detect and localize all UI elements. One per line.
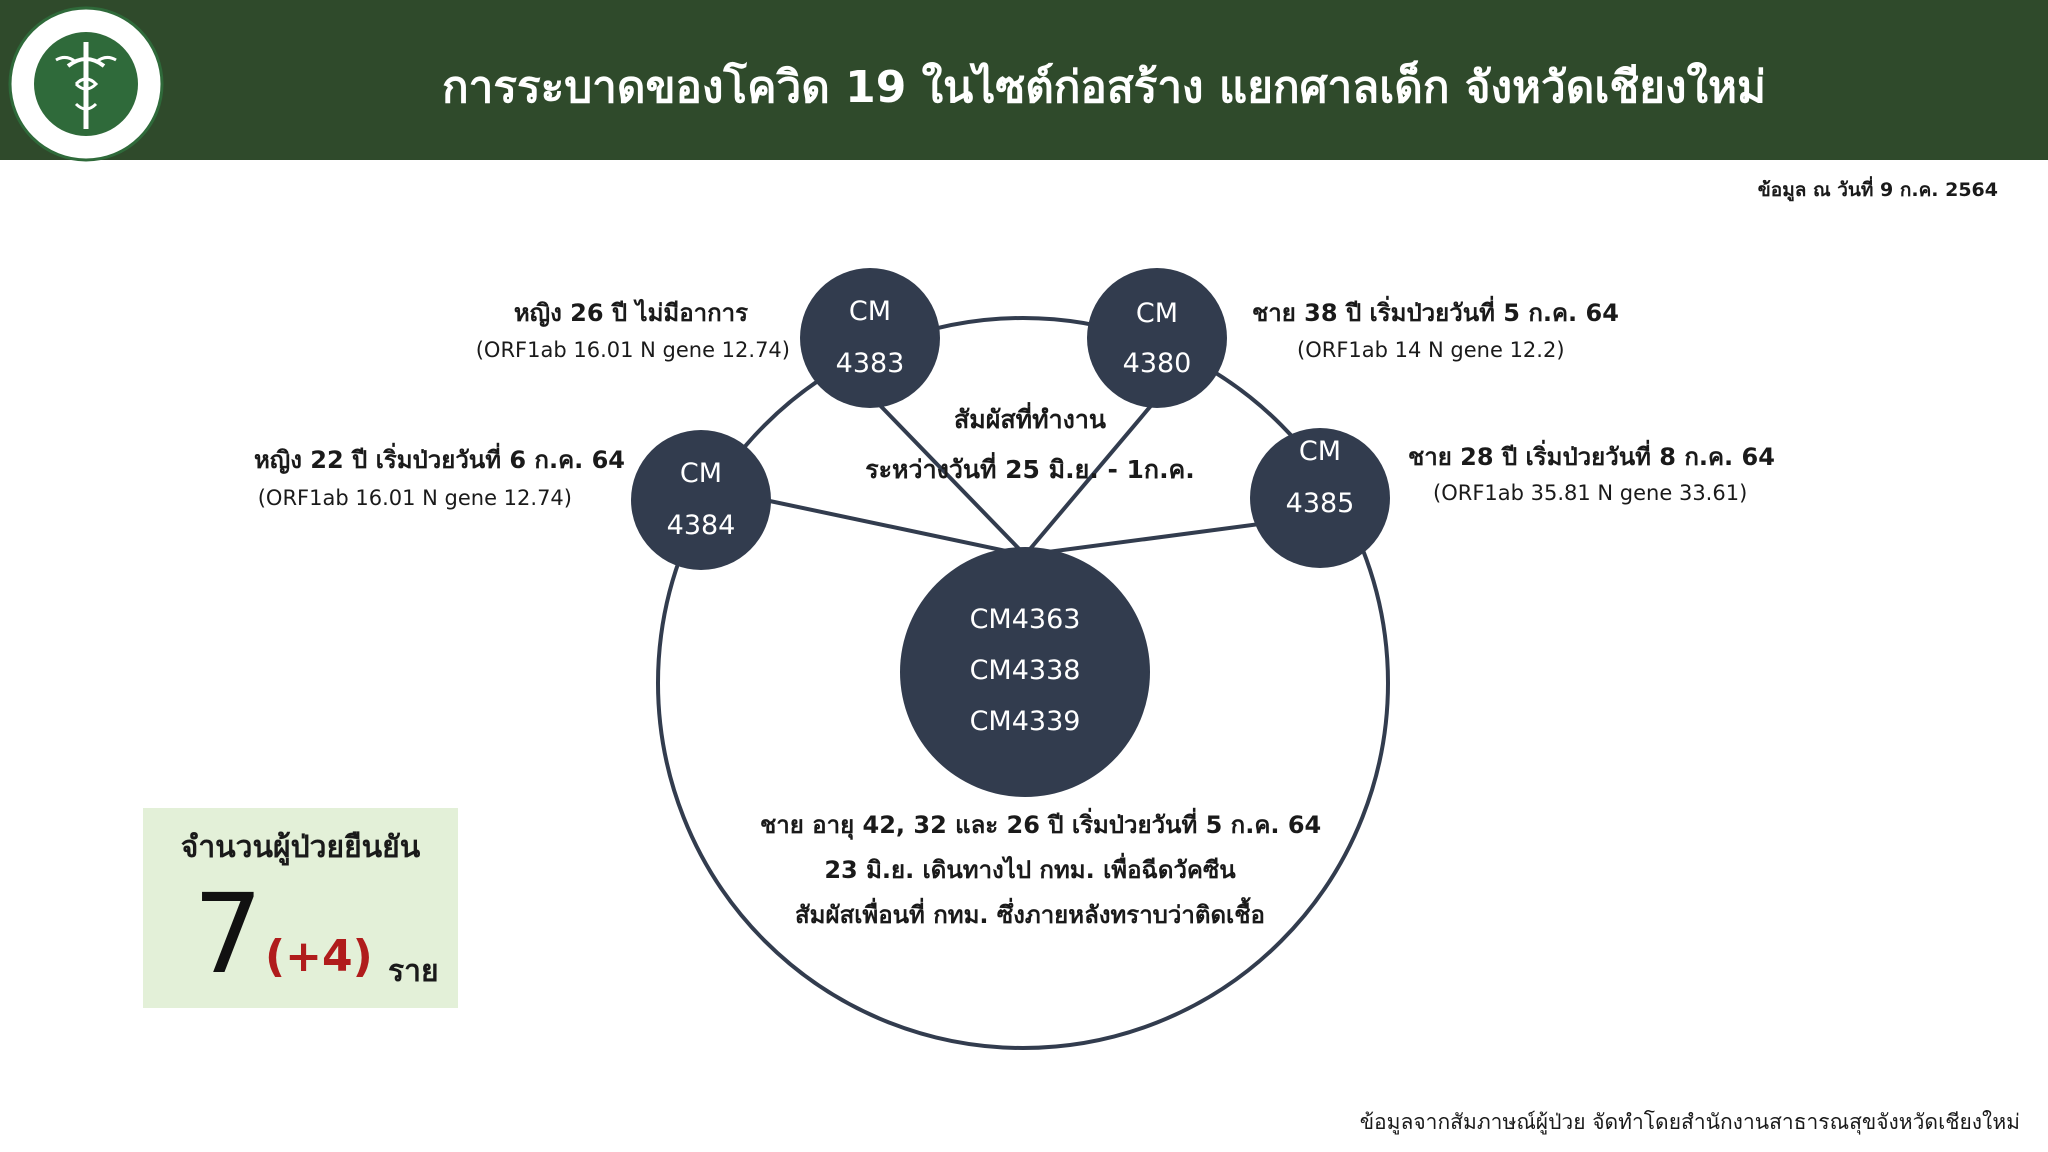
node-cm4385: CM 4385	[1250, 428, 1390, 568]
node-center-cluster: CM4363 CM4338 CM4339	[900, 547, 1150, 797]
center-description-line3: สัมผัสเพื่อนที่ กทม. ซึ่งภายหลังทราบว่าต…	[795, 901, 1265, 929]
confirmed-cases-total: 7	[193, 870, 263, 998]
outbreak-cluster-circle	[656, 316, 1390, 1050]
confirmed-cases-unit: ราย	[388, 954, 439, 989]
contact-note-line1: สัมผัสที่ทำงาน	[954, 405, 1106, 434]
cm4384-sublabel: (ORF1ab 16.01 N gene 12.74)	[257, 486, 572, 510]
cm4385-label: ชาย 28 ปี เริ่มป่วยวันที่ 8 ก.ค. 64	[1408, 443, 1775, 471]
ministry-seal-icon	[8, 6, 164, 162]
header-bar: การระบาดของโควิด 19 ในไซต์ก่อสร้าง แยกศา…	[0, 0, 2048, 162]
data-date: ข้อมูล ณ วันที่ 9 ก.ค. 2564	[1757, 179, 1998, 201]
node-cm4380: CM 4380	[1087, 268, 1227, 408]
node-cm4380-line2: 4380	[1123, 348, 1192, 379]
link-cm4384-center	[764, 498, 1026, 557]
node-cm4383-line1: CM	[849, 296, 891, 327]
center-case-2: CM4338	[970, 655, 1081, 686]
node-cm4384-line2: 4384	[667, 510, 736, 541]
cm4380-sublabel: (ORF1ab 14 N gene 12.2)	[1297, 338, 1565, 362]
center-description-line1: ชาย อายุ 42, 32 และ 26 ปี เริ่มป่วยวันที…	[760, 811, 1322, 839]
cm4383-label: หญิง 26 ปี ไม่มีอาการ	[513, 299, 748, 327]
link-cm4385-center	[1024, 520, 1276, 557]
node-cm4380-line1: CM	[1136, 298, 1178, 329]
center-case-3: CM4339	[970, 706, 1081, 737]
cm4384-label: หญิง 22 ปี เริ่มป่วยวันที่ 6 ก.ค. 64	[253, 446, 625, 474]
center-case-1: CM4363	[970, 604, 1081, 635]
link-cm4383-center	[868, 393, 1027, 557]
center-description-line2: 23 มิ.ย. เดินทางไป กทม. เพื่อฉีดวัคซีน	[824, 856, 1236, 884]
cm4385-sublabel: (ORF1ab 35.81 N gene 33.61)	[1433, 481, 1748, 505]
node-cm4385-line1: CM	[1299, 436, 1341, 467]
node-cm4383-line2: 4383	[836, 348, 905, 379]
node-cm4384: CM 4384	[631, 430, 771, 570]
confirmed-cases-title: จำนวนผู้ป่วยยืนยัน	[180, 830, 421, 865]
node-cm4383: CM 4383	[800, 268, 940, 408]
confirmed-cases-delta: (+4)	[265, 931, 373, 982]
cm4383-sublabel: (ORF1ab 16.01 N gene 12.74)	[475, 338, 790, 362]
confirmed-cases-box: จำนวนผู้ป่วยยืนยัน 7 (+4) ราย	[143, 808, 458, 1008]
page-title: การระบาดของโควิด 19 ในไซต์ก่อสร้าง แยกศา…	[441, 62, 1767, 113]
contact-note-line2: ระหว่างวันที่ 25 มิ.ย. - 1ก.ค.	[865, 455, 1195, 484]
node-cm4384-line1: CM	[680, 458, 722, 489]
link-cm4380-center	[1023, 393, 1162, 557]
source-note: ข้อมูลจากสัมภาษณ์ผู้ป่วย จัดทำโดยสำนักงา…	[1359, 1110, 2020, 1134]
node-cm4385-line2: 4385	[1286, 488, 1355, 519]
cm4380-label: ชาย 38 ปี เริ่มป่วยวันที่ 5 ก.ค. 64	[1252, 299, 1619, 327]
